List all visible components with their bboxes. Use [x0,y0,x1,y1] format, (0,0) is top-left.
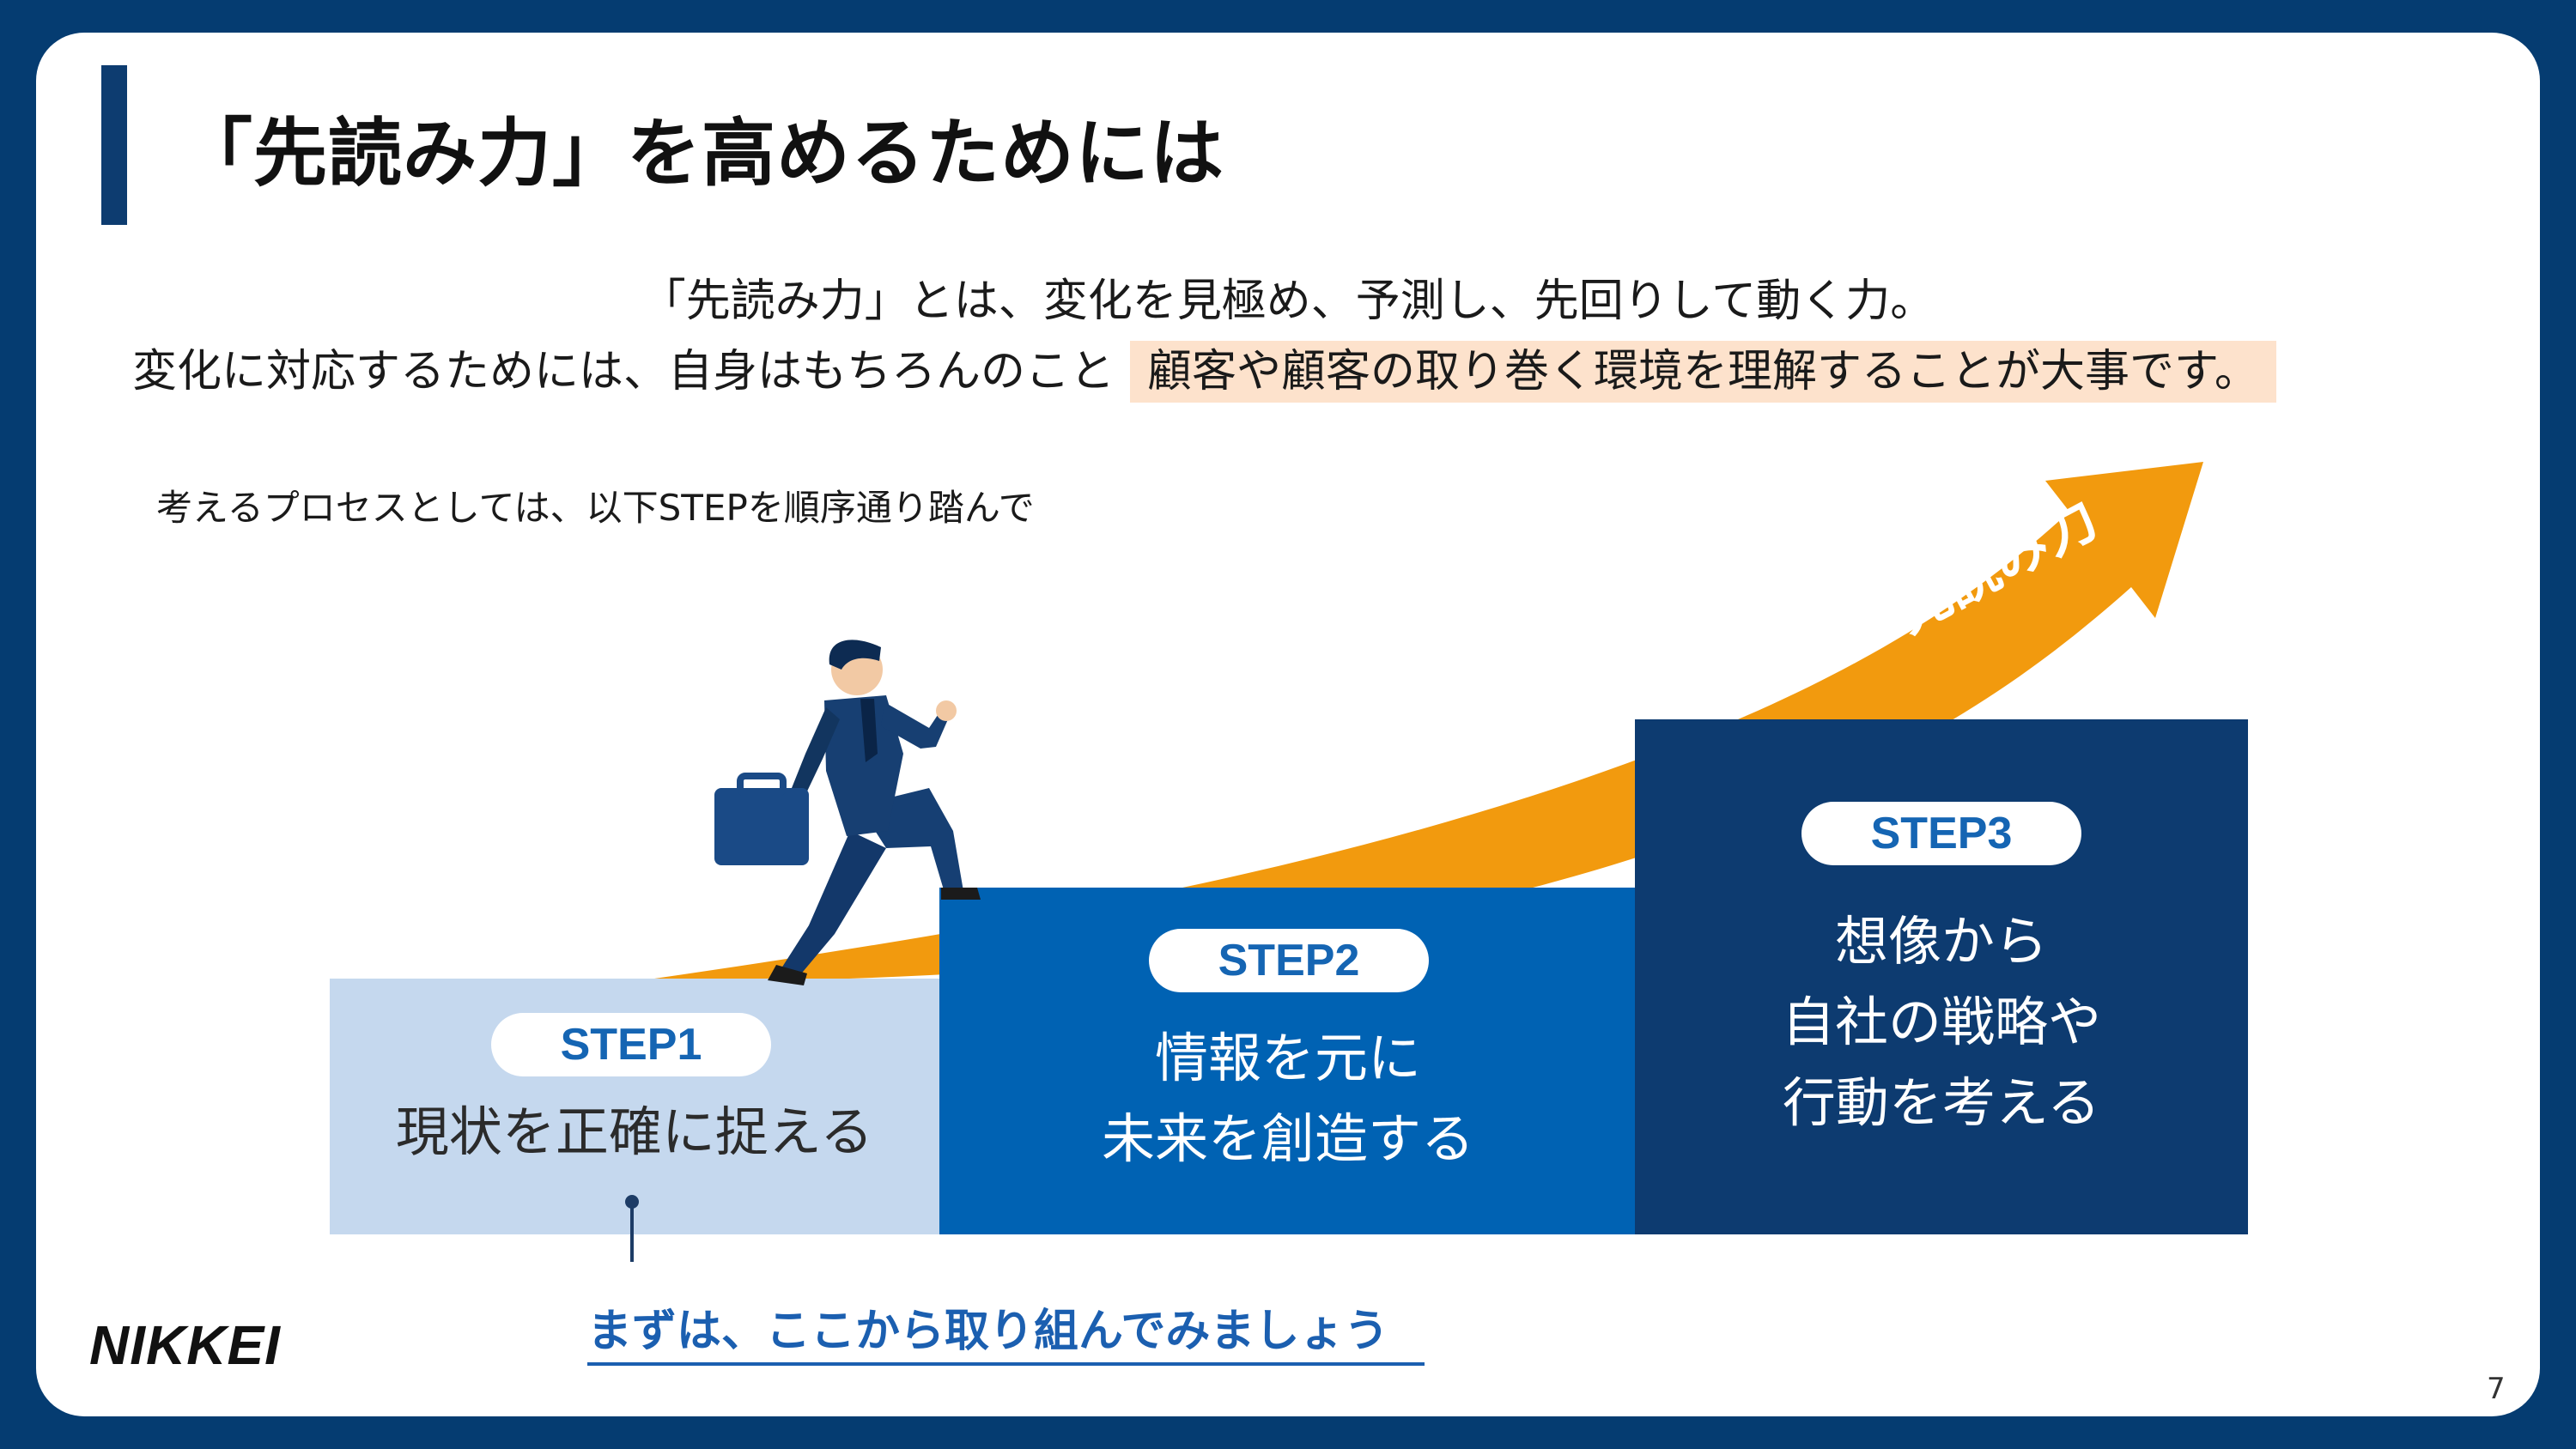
step1-connector-line [630,1198,634,1262]
nikkei-logo: NIKKEI [89,1314,281,1376]
step1-text: 現状を正確に捉える [395,1100,874,1163]
businessman-climbing-icon [714,640,981,985]
title-accent-bar [101,65,127,225]
cta-link[interactable]: まずは、ここから取り組んでみましょう [587,1294,1425,1366]
step3-badge: STEP3 [1801,802,2081,865]
step2-badge: STEP2 [1149,929,1429,992]
step2-block: STEP2 情報を元に 未来を創造する [939,888,1637,1234]
step1-block: STEP1 現状を正確に捉える [330,979,939,1234]
step1-connector-dot [625,1195,639,1209]
page-number: 7 [2487,1372,2506,1406]
lead-line-2: 変化に対応するためには、自身はもちろんのこと顧客や顧客の取り巻く環境を理解するこ… [132,335,2276,403]
page-title: 「先読み力」を高めるためには [179,111,1224,197]
lead-line-2-text: 変化に対応するためには、自身はもちろんのこと [132,346,1115,397]
lead-line-2-highlight: 顧客や顧客の取り巻く環境を理解することが大事です。 [1130,341,2276,403]
step2-text: 情報を元に 未来を創造する [1101,1027,1474,1170]
step3-block: STEP3 想像から 自社の戦略や 行動を考える [1635,719,2248,1234]
process-note: 考えるプロセスとしては、以下STEPを順序通り踏んで [156,487,1035,529]
step1-badge: STEP1 [491,1013,771,1076]
step3-text: 想像から 自社の戦略や 行動を考える [1781,910,2101,1134]
lead-line-1: 「先読み力」とは、変化を見極め、予測し、先回りして動く力。 [641,276,1935,327]
slide-card: 「先読み力」を高めるためには 「先読み力」とは、変化を見極め、予測し、先回りして… [36,33,2540,1416]
